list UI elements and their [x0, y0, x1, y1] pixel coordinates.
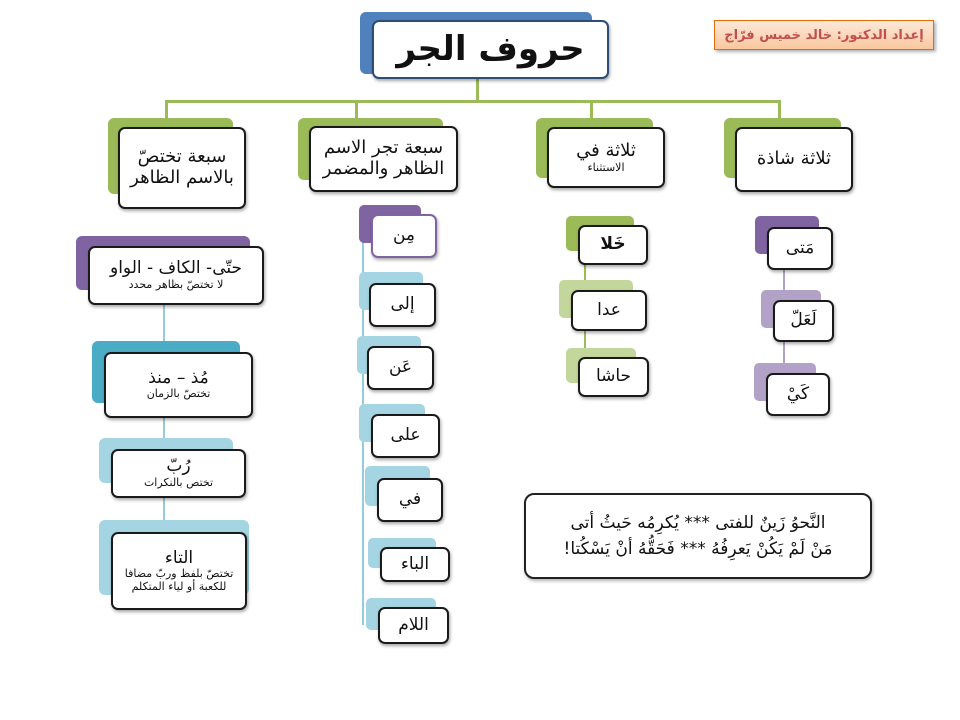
- author-credit-text: إعداد الدكتور: خالد خميس فرّاج: [724, 27, 924, 43]
- g3-item-1: خَلا: [578, 225, 648, 265]
- group-header-4: ثلاثة شاذة: [735, 127, 853, 192]
- g2-item-3: عَن: [367, 346, 434, 390]
- g1-item-4-label: التاء: [164, 547, 194, 568]
- g1-item-1-note: لا تختصّ بظاهر محدد: [128, 277, 224, 291]
- group-header-2-label: سبعة تجر الاسم الظاهر والمضمر: [322, 137, 445, 179]
- g2-item-5-label: في: [398, 489, 422, 510]
- g1-item-2: مُذ – منذ تختصّ بالزمان: [104, 352, 253, 418]
- g1-item-3-note: تختص بالنكرات: [143, 475, 214, 489]
- g2-item-2-label: إلى: [390, 294, 415, 315]
- connector-drop-g1: [165, 100, 168, 120]
- g2-item-4-label: على: [390, 425, 421, 446]
- g2-item-6: الباء: [380, 547, 450, 582]
- g2-item-7-label: اللام: [398, 614, 429, 635]
- group-header-1: سبعة تختصّ بالاسم الظاهر: [118, 127, 246, 209]
- g2-item-2: إلى: [369, 283, 436, 327]
- g1-item-2-note: تختصّ بالزمان: [146, 387, 211, 401]
- poem-line-1: النَّحوُ زَينٌ للفتى *** يُكرِمُه حَيثُ …: [570, 512, 826, 533]
- g2-item-3-label: عَن: [388, 357, 413, 378]
- g1-item-3-label: رُبّ: [166, 456, 191, 477]
- group-header-4-label: ثلاثة شاذة: [756, 148, 832, 170]
- poem-box: النَّحوُ زَينٌ للفتى *** يُكرِمُه حَيثُ …: [524, 493, 872, 579]
- diagram-title: حروف الجر: [372, 20, 609, 79]
- g2-item-1: مِن: [371, 214, 437, 258]
- diagram-title-text: حروف الجر: [396, 28, 585, 69]
- g1-item-4-note: تختصّ بلفظ وربّ مضافا للكعبة أو لياء الم…: [124, 567, 234, 593]
- poem-line-2: مَنْ لَمْ يَكُنْ يَعرِفُهُ *** فَحَقُّهُ…: [563, 539, 833, 559]
- author-credit: إعداد الدكتور: خالد خميس فرّاج: [714, 20, 934, 50]
- g1-item-1-label: حتّى- الكاف - الواو: [110, 258, 242, 279]
- g1-item-4: التاء تختصّ بلفظ وربّ مضافا للكعبة أو لي…: [111, 532, 247, 610]
- g3-item-3: حاشا: [578, 357, 649, 397]
- g2-item-4: على: [371, 414, 440, 458]
- g1-item-3: رُبّ تختص بالنكرات: [111, 449, 246, 498]
- connector-drop-g2: [355, 100, 358, 120]
- connector-g1-items: [163, 305, 165, 543]
- g2-item-7: اللام: [378, 607, 449, 644]
- g3-item-2-label: عدا: [597, 299, 621, 320]
- g4-item-3-label: كَيْ: [786, 383, 810, 404]
- g2-item-6-label: الباء: [400, 553, 430, 574]
- connector-drop-g4: [778, 100, 781, 120]
- g4-item-1: مَتى: [767, 227, 833, 270]
- g1-item-1: حتّى- الكاف - الواو لا تختصّ بظاهر محدد: [88, 246, 264, 305]
- connector-bar: [165, 100, 780, 103]
- group-header-2: سبعة تجر الاسم الظاهر والمضمر: [309, 126, 458, 192]
- g3-item-3-label: حاشا: [595, 366, 632, 387]
- g2-item-5: في: [377, 478, 443, 522]
- g2-item-1-label: مِن: [392, 225, 416, 246]
- connector-trunk: [476, 78, 479, 102]
- group-header-3-label: ثلاثة في: [576, 139, 636, 161]
- g4-item-3: كَيْ: [766, 373, 830, 416]
- g3-item-1-label: خَلا: [600, 234, 626, 255]
- g4-item-2: لَعَلّ: [773, 300, 834, 342]
- g3-item-2: عدا: [571, 290, 647, 331]
- group-header-3: ثلاثة في الاستثناء: [547, 127, 665, 188]
- g1-item-2-label: مُذ – منذ: [148, 367, 209, 388]
- group-header-1-label: سبعة تختصّ بالاسم الظاهر: [130, 146, 234, 188]
- g4-item-1-label: مَتى: [785, 237, 815, 258]
- connector-drop-g3: [590, 100, 593, 120]
- g4-item-2-label: لَعَلّ: [790, 310, 817, 331]
- group-header-3-sub: الاستثناء: [587, 160, 625, 174]
